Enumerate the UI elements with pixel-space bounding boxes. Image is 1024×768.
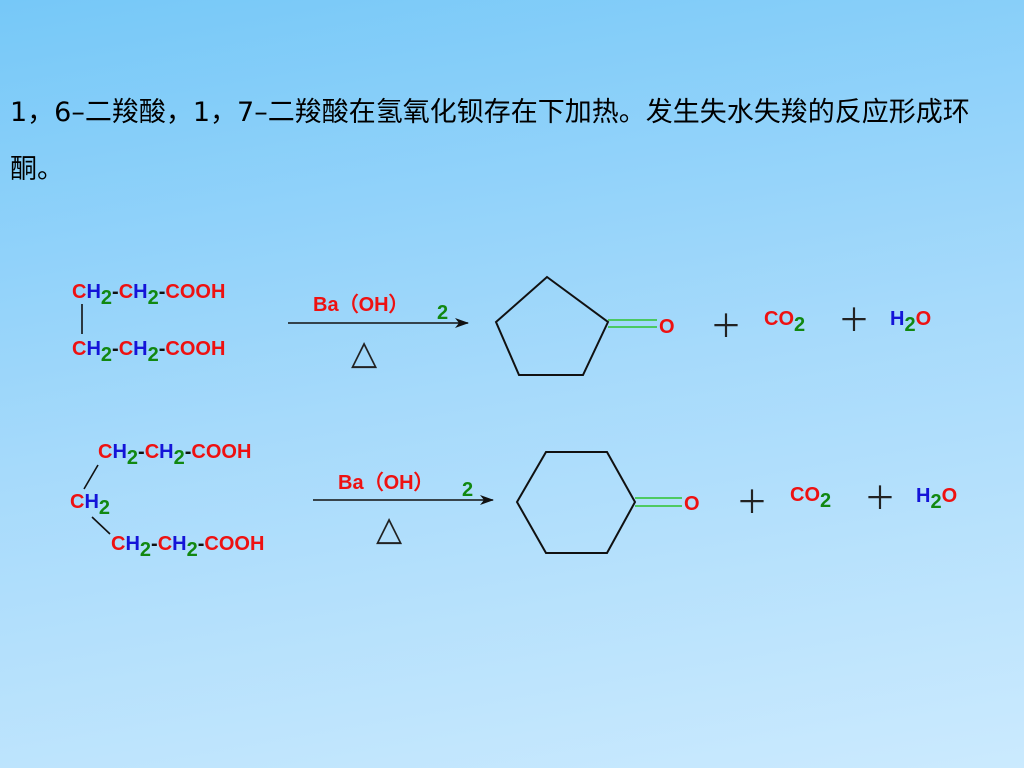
reaction2-plus-1: ＋ [736,483,769,521]
cyclopentanone-ring [494,275,610,376]
reaction1-plus-2: ＋ [838,301,871,339]
reaction1-reagent-subscript: 2 [437,302,449,324]
reaction2-co2: CO2 [790,484,832,512]
reaction2-heat-symbol: △ [376,509,403,549]
reactant1-top-chain: CH2-CH2-COOH [72,281,226,309]
reaction1-heat-symbol: △ [351,333,378,373]
intro-text: 1，6–二羧酸，1，7–二羧酸在氢氧化钡存在下加热。发生失水失羧的反应形成环酮。 [10,97,970,185]
reaction1-plus-1: ＋ [710,307,743,345]
reaction1-co2: CO2 [764,308,806,336]
reactant1-bottom-chain: CH2-CH2-COOH [72,338,226,366]
reaction2-plus-2: ＋ [864,479,897,517]
reaction1-h2o: H2O [890,308,932,336]
cyclohexanone-oxygen: O [684,493,700,515]
reactant2-top-chain: CH2-CH2-COOH [98,441,252,469]
chain2-bond-upper [83,464,99,490]
cyclopentanone-oxygen: O [659,316,675,338]
reaction2-reagent-subscript: 2 [462,479,474,501]
reactant2-middle-ch2: CH2 [70,491,111,519]
chain2-bond-lower [91,516,111,535]
cyclohexanone-ring [515,451,637,554]
reaction2-h2o: H2O [916,485,958,513]
reactant2-bottom-chain: CH2-CH2-COOH [111,533,265,561]
reaction1-reagent: Ba（OH） [313,294,409,316]
reaction2-reagent: Ba（OH） [338,472,434,494]
